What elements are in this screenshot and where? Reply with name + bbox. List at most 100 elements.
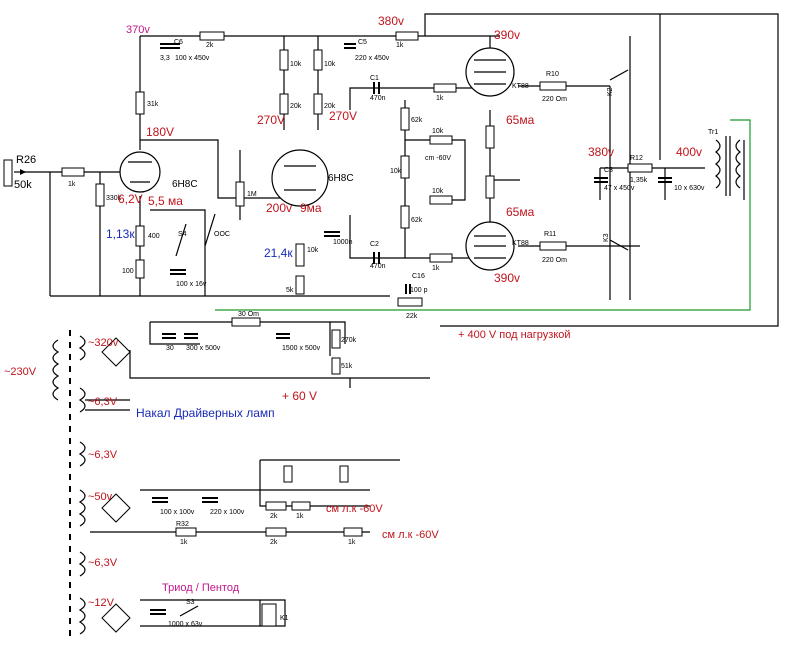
resistance-113: 1,13к	[106, 227, 135, 241]
resistor-1M	[235, 181, 245, 207]
resistance-214: 21,4к	[264, 246, 293, 260]
voltage-390-top: 390v	[494, 28, 520, 42]
c-100x100-label: 100 x 100v	[160, 509, 195, 516]
voltage-380-mid: 380v	[588, 145, 614, 159]
r-1k-a-label: 1k	[296, 513, 304, 520]
ac-320v: ~320v	[88, 337, 119, 349]
r-2k-b-label: 2k	[270, 539, 278, 546]
r-10k-cath-label: 10k	[307, 247, 319, 254]
resistor-62k-b	[400, 205, 410, 229]
c-1000x63-label: 1000 x 63v	[168, 621, 203, 628]
power-supply-wiring	[85, 321, 430, 627]
resistor-10k-a	[279, 49, 289, 71]
r-31k-label: 31k	[147, 101, 159, 108]
r10-label: R10	[546, 71, 559, 78]
resistor-2k-b	[265, 527, 287, 537]
kt88-top-label: KT88	[512, 83, 529, 90]
c-1000n-label: 1000n	[333, 239, 353, 246]
r32-label: R32	[176, 521, 189, 528]
k3-label: K3	[603, 233, 610, 242]
tube-driver1-label: 6H8C	[172, 179, 198, 190]
feedback-wire	[215, 119, 751, 311]
resistor-10k-cathode	[295, 243, 305, 267]
voltage-180: 180V	[146, 125, 174, 139]
r-5k-label: 5k	[286, 287, 294, 294]
relay-k3-contact	[609, 239, 629, 251]
r-51k-label: 51k	[341, 363, 353, 370]
r12-value: 1,35k	[630, 177, 648, 184]
c-1500x500-label: 1500 x 500v	[282, 345, 321, 352]
resistor-400	[135, 225, 145, 247]
tube-kt88-bottom	[465, 221, 515, 271]
r12-label: R12	[630, 155, 643, 162]
resistor-2k-a	[265, 501, 287, 511]
load-voltage-note: + 400 V под нагрузкой	[458, 329, 571, 341]
resistor-2k	[199, 31, 225, 41]
relay-k1-coil	[261, 603, 277, 627]
capacitor-30	[162, 333, 176, 339]
ac-63v-b: ~6,3V	[88, 449, 118, 461]
switch-s4	[175, 223, 187, 257]
resistor-20k-b	[313, 93, 323, 115]
resistor-20k-a	[279, 93, 289, 115]
r-10k-b-label: 10k	[324, 61, 336, 68]
c16-value: 100 p	[410, 287, 428, 294]
resistor-22k	[397, 297, 423, 307]
resistor-1k-b	[343, 527, 363, 537]
c-30-label: 30	[166, 345, 174, 352]
resistor-r10	[539, 81, 567, 91]
bias-label-2: см л.к -60V	[382, 529, 439, 541]
voltage-200: 200v	[266, 201, 292, 215]
r-20k-a-label: 20k	[290, 103, 302, 110]
r-62k-b-label: 62k	[411, 217, 423, 224]
capacitor-220x100	[202, 497, 218, 503]
c6-label: C6	[174, 39, 183, 46]
k2-label: K2	[607, 87, 614, 96]
capacitor-c16	[405, 284, 411, 294]
c-300x500-label: 300 x 500v	[186, 345, 221, 352]
resistor-1k-a	[291, 501, 311, 511]
mains-230v: ~230V	[4, 366, 37, 378]
r26-potentiometer	[3, 159, 26, 187]
resistor-1om-top	[485, 125, 495, 149]
bias-label-1: см л.к -60V	[326, 503, 383, 515]
r-1k-b-label: 1k	[348, 539, 356, 546]
capacitor-100x16	[170, 269, 186, 275]
r11-value: 220 Om	[542, 257, 567, 264]
r-20k-b-label: 20k	[324, 103, 336, 110]
r32-value: 1k	[180, 539, 188, 546]
c5-label: C5	[358, 39, 367, 46]
relay-k2-contact	[609, 69, 629, 81]
secondary-coils	[78, 335, 86, 635]
r-10k-g1-label: 10k	[432, 128, 444, 135]
r-2k-label: 2k	[206, 42, 214, 49]
voltage-270-left: 270V	[257, 113, 285, 127]
triode-pentode-label: Триод / Пентод	[162, 582, 240, 594]
c3-value: 47 x 450v	[604, 185, 635, 192]
capacitor-1500x500	[276, 333, 290, 339]
bridge-rectifier-50v	[101, 493, 131, 523]
r-330k-label: 330k	[106, 195, 122, 202]
resistor-10k-b	[313, 49, 323, 71]
voltage-390-bottom: 390v	[494, 271, 520, 285]
bridge-rectifier-hv	[101, 337, 131, 367]
resistor-100	[135, 259, 145, 279]
c2-value: 470n	[370, 263, 386, 270]
switch-ooc	[204, 213, 216, 247]
r-1M-label: 1M	[247, 191, 257, 198]
capacitor-1000x63	[150, 609, 166, 615]
voltage-400: 400v	[676, 145, 702, 159]
ac-63v-c: ~6,3V	[88, 557, 118, 569]
capacitor-100x100	[152, 497, 168, 503]
tube-kt88-top	[465, 47, 515, 97]
c6-value: 100 x 450v	[175, 55, 210, 62]
tube-driver2-label: 6H8C	[328, 173, 354, 184]
c6-33-label: 3,3	[160, 55, 170, 62]
r-62k-a-label: 62k	[411, 117, 423, 124]
c-100x16-label: 100 x 16v	[176, 281, 207, 288]
r-2k-a-label: 2k	[270, 513, 278, 520]
r-10k-a-label: 10k	[290, 61, 302, 68]
r-22k-label: 22k	[406, 313, 418, 320]
c16-label: C16	[412, 273, 425, 280]
